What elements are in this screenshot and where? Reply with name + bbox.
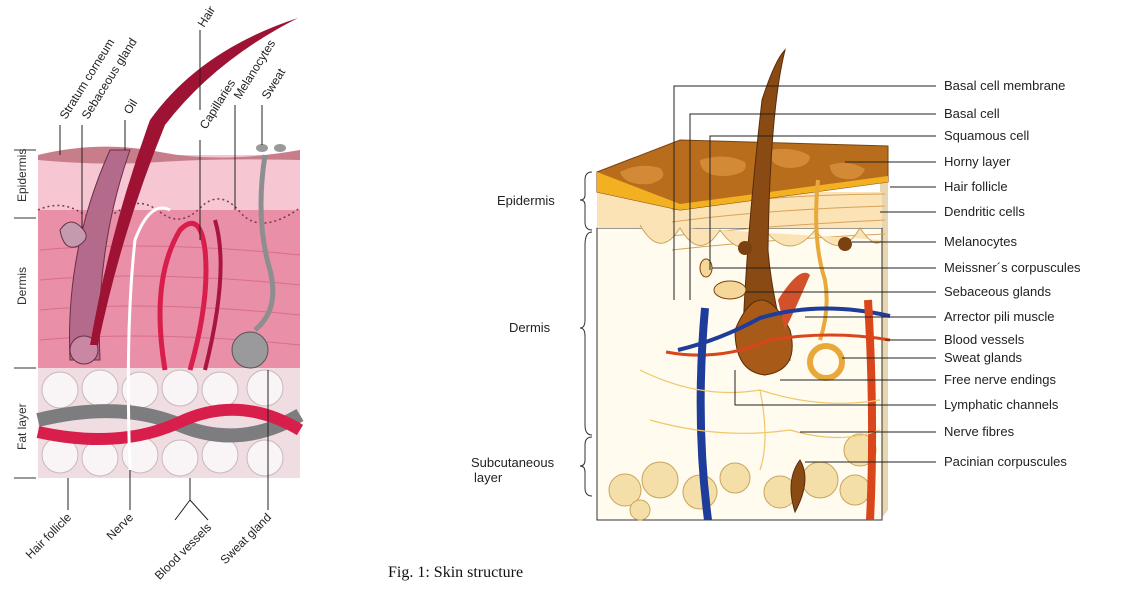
callout-nerve-fibres: Nerve fibres	[944, 424, 1015, 439]
callout-pacinian-corpuscules: Pacinian corpuscules	[944, 454, 1067, 469]
right-layer-label-layer: layer	[474, 470, 503, 485]
figure-caption: Fig. 1: Skin structure	[388, 564, 523, 581]
right-skin-diagram: Epidermis Dermis Subcutaneous layer Basa…	[471, 50, 1081, 520]
left-label-hair: Hair	[195, 4, 219, 30]
left-sweat-drop-2	[274, 144, 286, 152]
callout-melanocytes: Melanocytes	[944, 234, 1017, 249]
left-label-sweat: Sweat	[259, 65, 289, 101]
left-label-oil: Oil	[121, 97, 141, 117]
right-vertical-artery	[868, 300, 872, 520]
callout-blood-vessels: Blood vessels	[944, 332, 1025, 347]
callout-hair-follicle: Hair follicle	[944, 179, 1008, 194]
callout-horny-layer: Horny layer	[944, 154, 1011, 169]
left-label-capillaries: Capillaries	[197, 77, 239, 132]
callout-basal-cell: Basal cell	[944, 106, 1000, 121]
callout-lymphatic-channels: Lymphatic channels	[944, 397, 1059, 412]
callout-free-nerve-endings: Free nerve endings	[944, 372, 1057, 387]
left-side-label-dermis: Dermis	[15, 267, 29, 305]
left-side-label-fat-layer: Fat layer	[15, 403, 29, 450]
callout-dendritic-cells: Dendritic cells	[944, 204, 1025, 219]
left-label-blood-vessels: Blood vessels	[152, 520, 214, 582]
right-layer-label-epidermis: Epidermis	[497, 193, 555, 208]
callout-meissners-corpuscules: Meissner´s corpuscules	[944, 260, 1081, 275]
right-melanocyte-1	[738, 241, 752, 255]
right-layer-braces	[580, 172, 592, 496]
left-sweat-gland	[232, 332, 268, 368]
left-label-sweat-gland: Sweat gland	[218, 510, 275, 567]
callout-arrector-pili-muscle: Arrector pili muscle	[944, 309, 1055, 324]
right-sebaceous-gland	[714, 281, 746, 299]
callout-basal-cell-membrane: Basal cell membrane	[944, 78, 1065, 93]
callout-sweat-glands: Sweat glands	[944, 350, 1023, 365]
left-side-label-epidermis: Epidermis	[15, 149, 29, 202]
left-label-hair-follicle: Hair follicle	[23, 510, 75, 562]
right-layer-label-dermis: Dermis	[509, 320, 551, 335]
left-label-nerve: Nerve	[104, 510, 137, 543]
callout-sebaceous-glands: Sebaceous glands	[944, 284, 1051, 299]
left-sweat-drop-1	[256, 144, 268, 152]
right-melanocyte-2	[838, 237, 852, 251]
right-layer-label-subcutaneous: Subcutaneous	[471, 455, 555, 470]
callout-squamous-cell: Squamous cell	[944, 128, 1029, 143]
left-skin-diagram: Epidermis Dermis Fat layer Stratum corne…	[14, 4, 300, 583]
